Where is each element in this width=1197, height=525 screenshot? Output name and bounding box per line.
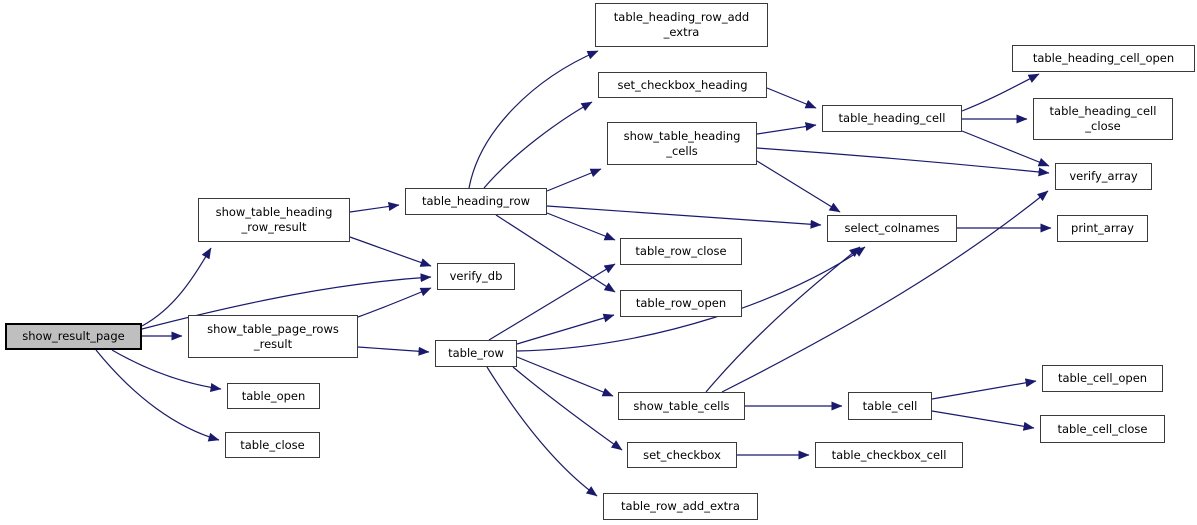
edge-table_heading_row-to-table_heading_row_add_extra (468, 50, 599, 189)
edge-show_table_heading_cells-to-select_colnames (756, 160, 841, 213)
node-table_heading_row_add_extra[interactable]: table_heading_row_add _extra (595, 3, 768, 47)
node-table_close[interactable]: table_close (225, 432, 320, 458)
node-table_row[interactable]: table_row (435, 340, 517, 367)
edge-table_heading_cell-to-verify_array (961, 130, 1050, 167)
node-show_table_page_rows_result[interactable]: show_table_page_rows _result (188, 315, 358, 358)
edge-table_heading_row-to-table_row_open (495, 214, 616, 293)
node-verify_array[interactable]: verify_array (1055, 163, 1152, 190)
edge-table_heading_row-to-show_table_heading_cells (546, 168, 602, 192)
edge-show_table_page_rows_result-to-table_row (357, 346, 430, 356)
edge-show_table_cells-to-verify_array (721, 190, 1049, 393)
edge-table_cell-to-table_cell_close (931, 410, 1035, 431)
node-table_heading_cell_open[interactable]: table_heading_cell_open (1012, 45, 1195, 72)
edge-table_heading_row-to-select_colnames (546, 205, 822, 229)
edge-show_table_heading_cells-to-table_heading_cell (756, 122, 817, 135)
node-show_table_cells[interactable]: show_table_cells (618, 392, 745, 420)
node-table_cell_close[interactable]: table_cell_close (1040, 415, 1165, 443)
node-table_heading_cell[interactable]: table_heading_cell (822, 105, 962, 132)
edge-show_result_page-to-verify_db (141, 273, 432, 330)
node-table_row_open[interactable]: table_row_open (620, 290, 742, 317)
node-show_table_heading_cells[interactable]: show_table_heading _cells (607, 122, 757, 165)
node-show_result_page[interactable]: show_result_page (5, 323, 142, 350)
edge-show_table_cells-to-select_colnames (705, 246, 861, 393)
edge-show_table_heading_row_result-to-verify_db (349, 236, 432, 267)
edge-table_cell-to-table_cell_open (931, 378, 1037, 400)
edge-show_result_page-to-table_open (111, 349, 222, 392)
edge-table_row-to-set_checkbox (512, 366, 623, 451)
edge-table_heading_row-to-table_row_close (546, 212, 616, 241)
node-verify_db[interactable]: verify_db (437, 263, 515, 290)
node-table_cell[interactable]: table_cell (848, 392, 932, 420)
edge-table_heading_cell-to-table_heading_cell_open (961, 73, 1040, 112)
node-print_array[interactable]: print_array (1057, 215, 1148, 242)
edge-show_table_heading_row_result-to-table_heading_row (349, 202, 400, 213)
edge-table_row-to-select_colnames (516, 246, 866, 352)
node-table_checkbox_cell[interactable]: table_checkbox_cell (815, 442, 963, 468)
node-table_open[interactable]: table_open (227, 383, 320, 409)
edge-show_result_page-to-show_table_heading_row_result (141, 247, 212, 327)
edge-table_heading_row-to-set_checkbox_heading (483, 101, 593, 189)
node-select_colnames[interactable]: select_colnames (827, 215, 957, 242)
node-set_checkbox[interactable]: set_checkbox (627, 442, 737, 468)
edge-table_row-to-show_table_cells (516, 356, 614, 397)
node-show_table_heading_row_result[interactable]: show_table_heading _row_result (198, 198, 350, 242)
edge-set_checkbox_heading-to-table_heading_cell (766, 87, 817, 109)
edge-table_row-to-table_row_add_extra (486, 366, 598, 497)
node-table_heading_cell_close[interactable]: table_heading_cell _close (1033, 98, 1173, 140)
node-set_checkbox_heading[interactable]: set_checkbox_heading (598, 72, 767, 98)
node-table_row_close[interactable]: table_row_close (620, 238, 742, 265)
edge-show_result_page-to-table_close (95, 349, 220, 442)
node-table_cell_open[interactable]: table_cell_open (1042, 365, 1163, 392)
edge-show_table_page_rows_result-to-verify_db (357, 287, 432, 318)
edge-show_table_heading_cells-to-verify_array (756, 147, 1050, 177)
edge-table_row-to-table_row_open (516, 313, 615, 345)
node-table_heading_row[interactable]: table_heading_row (405, 188, 547, 215)
edge-table_row-to-table_row_close (488, 263, 616, 341)
node-table_row_add_extra[interactable]: table_row_add_extra (603, 493, 758, 520)
